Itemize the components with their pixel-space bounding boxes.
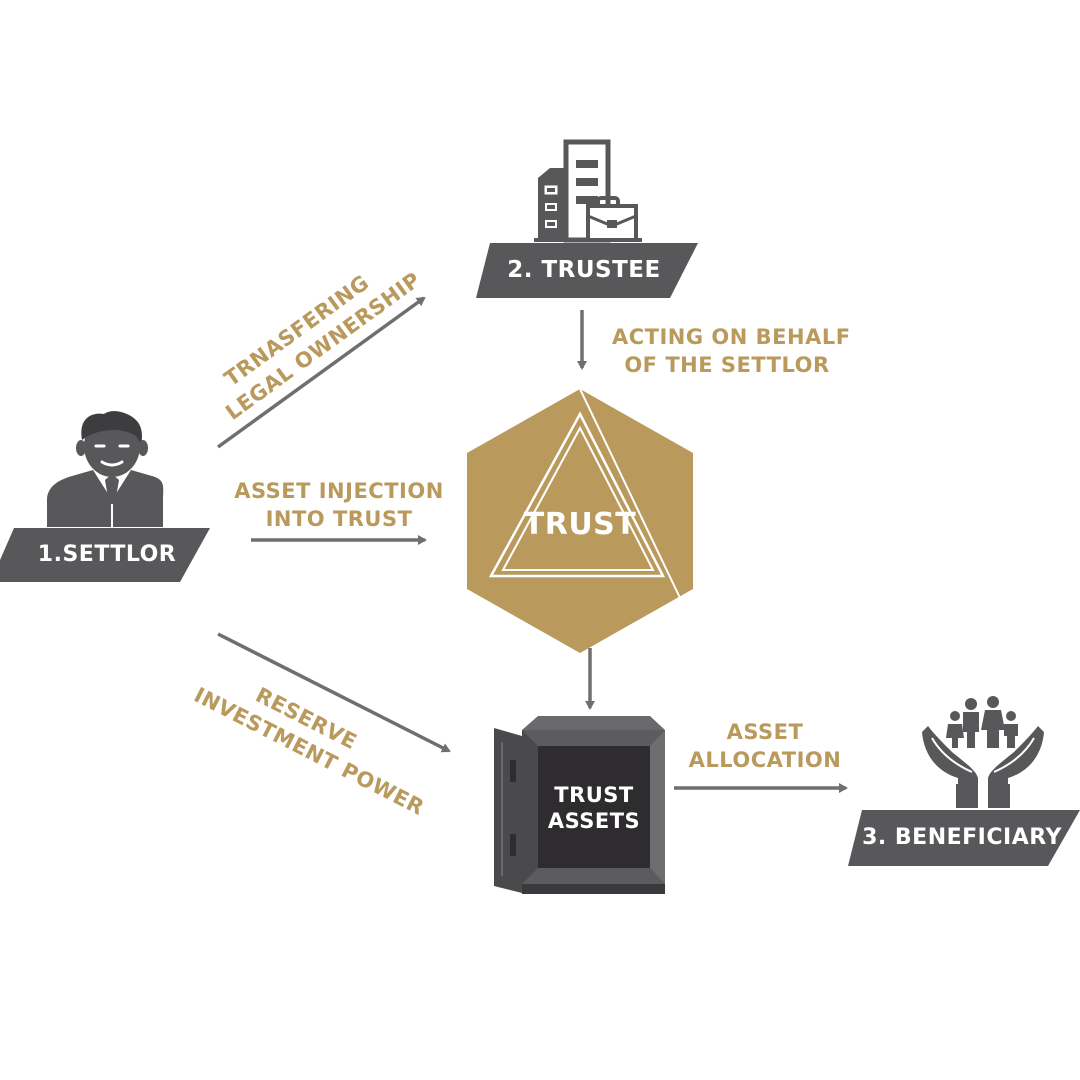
settlor-label-bar bbox=[0, 528, 210, 582]
trustee-label: 2. TRUSTEE bbox=[507, 257, 661, 283]
arrow-settlor-to-trustee bbox=[216, 296, 426, 449]
arrow-settlor-to-assets bbox=[217, 632, 451, 753]
trust-hexagon bbox=[467, 388, 693, 653]
office-building-briefcase-icon bbox=[534, 139, 642, 243]
family-in-hands-icon bbox=[922, 696, 1044, 808]
edge-label-acting-on-behalf: ACTING ON BEHALF OF THE SETTLOR bbox=[612, 325, 851, 377]
beneficiary-label-bar bbox=[848, 810, 1080, 866]
settlor-label: 1.SETTLOR bbox=[37, 542, 177, 567]
businessman-icon bbox=[47, 411, 164, 527]
open-safe-icon bbox=[494, 716, 665, 894]
beneficiary-label: 3. BENEFICIARY bbox=[862, 825, 1062, 850]
edge-label-asset-allocation: ASSET ALLOCATION bbox=[688, 720, 842, 772]
trust-label: TRUST bbox=[523, 507, 637, 542]
trust-assets-label: TRUST ASSETS bbox=[547, 783, 641, 833]
trustee-label-bar bbox=[476, 243, 698, 298]
edge-label-asset-injection: ASSET INJECTION INTO TRUST bbox=[234, 479, 444, 531]
